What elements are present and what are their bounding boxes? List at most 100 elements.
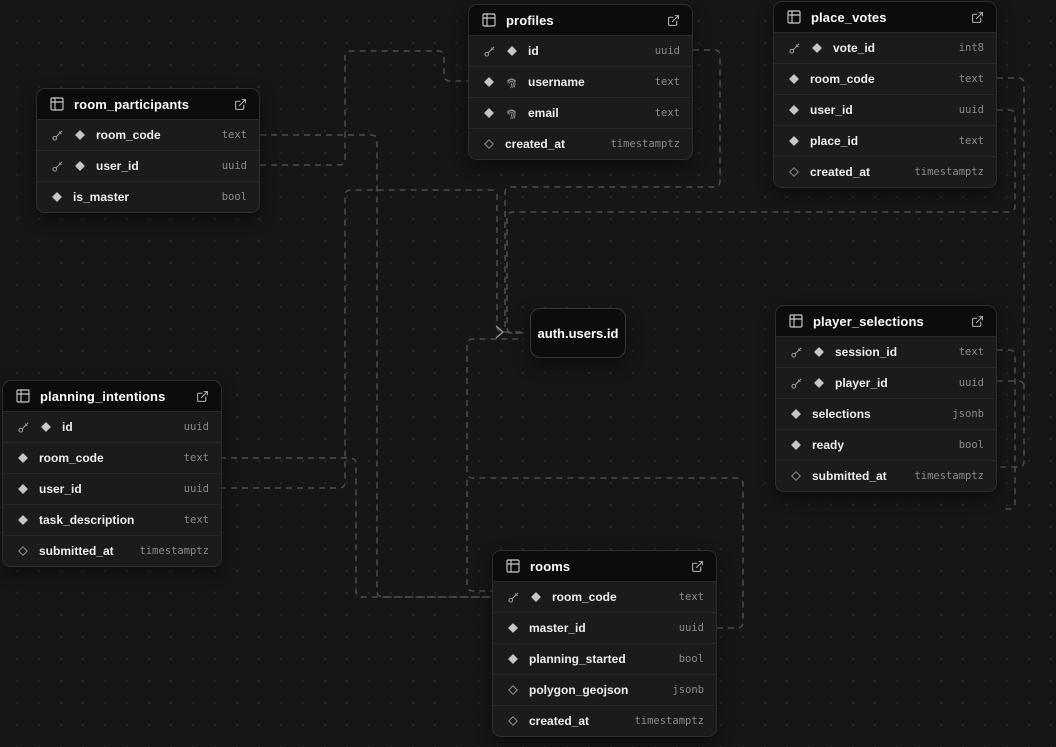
not-null-diamond-icon <box>788 104 800 116</box>
nullable-diamond-icon <box>17 545 29 557</box>
column-name: submitted_at <box>39 544 114 558</box>
not-null-diamond-icon <box>790 408 802 420</box>
column-name: master_id <box>529 621 586 635</box>
column-type: uuid <box>183 421 209 433</box>
column-row-rooms-planning_started: planning_started bool <box>493 643 716 674</box>
table-icon <box>15 388 31 404</box>
unique-fingerprint-icon <box>505 107 518 120</box>
nullable-diamond-icon <box>788 166 800 178</box>
open-table-external-link-button[interactable] <box>971 315 984 328</box>
edge-place_votes_room_code-trunk <box>996 77 1025 472</box>
not-null-diamond-icon <box>483 107 495 119</box>
column-name: username <box>528 75 585 89</box>
primary-key-icon <box>483 45 496 58</box>
primary-key-icon <box>51 129 64 142</box>
edge-rooms_master_id-auth <box>466 338 744 629</box>
column-row-planning_intentions-id: id uuid <box>3 412 221 442</box>
column-type: text <box>183 514 209 526</box>
not-null-diamond-icon <box>811 42 823 54</box>
not-null-diamond-icon <box>813 377 825 389</box>
column-name: polygon_geojson <box>529 683 629 697</box>
column-type: bool <box>678 653 704 665</box>
not-null-diamond-icon <box>17 452 29 464</box>
not-null-diamond-icon <box>51 191 63 203</box>
not-null-diamond-icon <box>17 483 29 495</box>
column-type: text <box>958 135 984 147</box>
table-title: profiles <box>506 12 554 28</box>
primary-key-icon <box>507 591 520 604</box>
primary-key-icon <box>17 421 30 434</box>
not-null-diamond-icon <box>507 622 519 634</box>
column-name: player_id <box>835 376 888 390</box>
column-name: email <box>528 106 559 120</box>
open-table-external-link-button[interactable] <box>196 390 209 403</box>
column-name: is_master <box>73 190 130 204</box>
nullable-diamond-icon <box>507 684 519 696</box>
not-null-diamond-icon <box>790 439 802 451</box>
table-icon <box>481 12 497 28</box>
table-header[interactable]: room_participants <box>37 89 259 120</box>
column-name: vote_id <box>833 41 876 55</box>
table-icon <box>49 96 65 112</box>
column-name: planning_started <box>529 652 626 666</box>
edge-place_votes_user_id-auth <box>506 109 1016 334</box>
table-header[interactable]: planning_intentions <box>3 381 221 412</box>
auth-users-id-label: auth.users.id <box>537 325 619 341</box>
primary-key-icon <box>51 160 64 173</box>
edge-connector-rooms-room_code-left <box>466 480 492 592</box>
table-icon <box>786 9 802 25</box>
table-title: room_participants <box>74 96 190 112</box>
not-null-diamond-icon <box>483 76 495 88</box>
column-name: id <box>62 420 73 434</box>
open-table-external-link-button[interactable] <box>971 11 984 24</box>
primary-key-icon <box>788 42 801 55</box>
auth-users-id-node[interactable]: auth.users.id <box>530 308 626 358</box>
table-header[interactable]: profiles <box>469 5 692 36</box>
table-title: planning_intentions <box>40 388 166 404</box>
edge-room_participants_user_id-profiles <box>260 50 468 166</box>
edge-player_selections_player_id-trunk <box>997 380 1025 388</box>
table-header[interactable]: place_votes <box>774 2 996 33</box>
table-title: player_selections <box>813 313 924 329</box>
column-type: text <box>221 129 247 141</box>
column-type: jsonb <box>672 684 704 696</box>
table-header[interactable]: player_selections <box>776 306 996 337</box>
column-name: place_id <box>810 134 859 148</box>
column-type: timestamptz <box>610 138 680 150</box>
open-table-external-link-button[interactable] <box>667 14 680 27</box>
not-null-diamond-icon <box>530 591 542 603</box>
column-type: text <box>958 346 984 358</box>
open-table-external-link-button[interactable] <box>691 560 704 573</box>
open-table-external-link-button[interactable] <box>234 98 247 111</box>
column-name: room_code <box>39 451 104 465</box>
column-name: room_code <box>810 72 875 86</box>
table-header[interactable]: rooms <box>493 551 716 582</box>
nullable-diamond-icon <box>483 138 495 150</box>
